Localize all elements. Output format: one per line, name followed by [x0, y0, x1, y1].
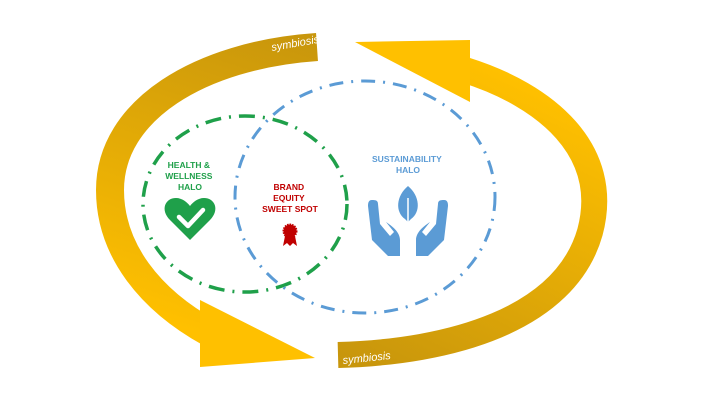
brand-equity-label: BRAND EQUITY SWEET SPOT: [262, 182, 319, 214]
bottom-symbiosis-label: symbiosis: [342, 350, 392, 367]
health-halo-circle: [141, 114, 349, 294]
heart-check-icon: [164, 198, 216, 240]
right-symbiosis-arrow: symbiosis: [337, 40, 608, 368]
sustainability-halo-label: SUSTAINABILITY HALO: [372, 154, 444, 175]
award-badge-icon: [282, 223, 298, 246]
health-halo-label: HEALTH & WELLNESS HALO: [165, 160, 215, 192]
hands-leaf-icon: [368, 186, 448, 256]
left-symbiosis-arrow: symbiosis: [95, 33, 321, 367]
sustainability-halo-circle: [233, 79, 497, 315]
